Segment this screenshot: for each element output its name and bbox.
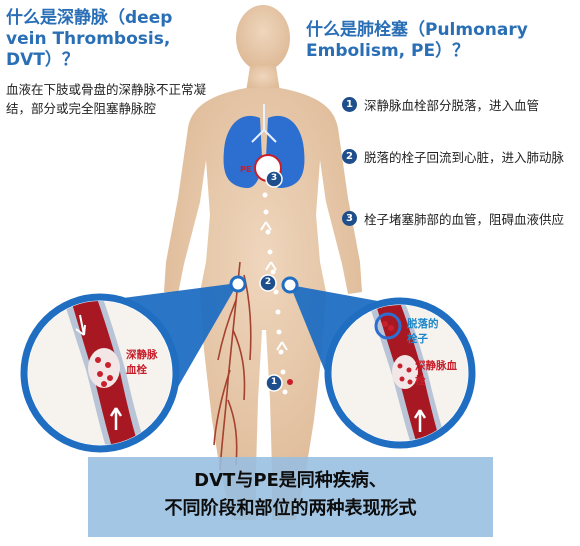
marker-1-label: 1 — [270, 377, 278, 387]
right-clot-label-2: 栓 — [415, 375, 426, 387]
right-clot-label-1: 深静脉血 — [415, 360, 457, 372]
banner-line-1: DVT与PE是同种疾病、 — [194, 470, 387, 491]
pe-label: PE — [240, 165, 252, 174]
embolus-label-1: 脱落的 — [407, 318, 439, 330]
left-connector-dot — [229, 275, 247, 293]
right-connector-dot — [281, 276, 299, 294]
marker-3-label: 3 — [270, 173, 278, 183]
step-1-text: 深静脉血栓部分脱落，进入血管 — [364, 98, 540, 113]
left-inset-dvt — [20, 293, 180, 453]
step-1-number: 1 — [342, 97, 357, 112]
marker-2-badge — [259, 274, 277, 292]
step-3-number: 3 — [342, 211, 357, 226]
summary-banner: DVT与PE是同种疾病、 不同阶段和部位的两种表现形式 — [88, 457, 493, 537]
dvt-description: 血液在下肢或骨盘的深静脉不正常凝结，部分或完全阻塞静脉腔 — [6, 82, 207, 116]
marker-1-badge — [265, 374, 283, 392]
left-clot-label-2: 血栓 — [126, 364, 147, 376]
marker-3-badge — [265, 170, 283, 188]
human-body-silhouette — [164, 5, 362, 520]
right-inset-pe — [324, 297, 476, 449]
marker-2-label: 2 — [264, 277, 272, 287]
left-clot-label-1: 深静脉 — [126, 349, 158, 361]
pe-title: 什么是肺栓塞（Pulmonary Embolism, PE）？ — [306, 20, 528, 61]
dvt-title: 什么是深静脉（deep vein Thrombosis, DVT）？ — [6, 8, 173, 70]
embolus-label-2: 栓子 — [407, 333, 428, 345]
banner-line-2: 不同阶段和部位的两种表现形式 — [164, 498, 417, 519]
step-3-text: 栓子堵塞肺部的血管，阻碍血液供应 — [364, 212, 565, 227]
leg-veins — [213, 261, 252, 471]
step-2-number: 2 — [342, 149, 357, 164]
step-2-text: 脱落的栓子回流到心脏，进入肺动脉 — [364, 150, 565, 165]
